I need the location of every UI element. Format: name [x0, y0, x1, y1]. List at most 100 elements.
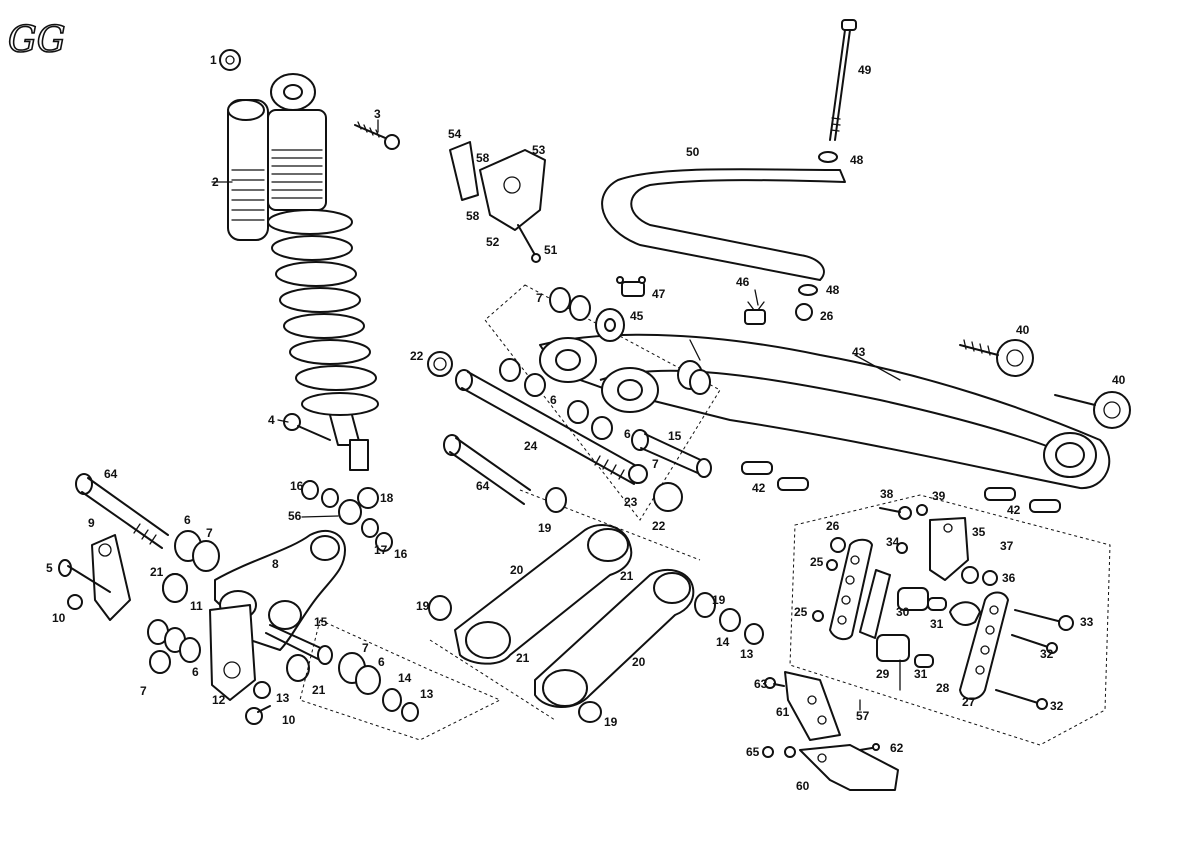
callout-c63: 63	[754, 677, 768, 691]
callout-c61: 61	[776, 705, 790, 719]
spacer-15	[631, 429, 712, 478]
linkage-rod-20-right	[534, 568, 695, 708]
callout-c47: 47	[652, 287, 666, 301]
callout-c4: 4	[268, 413, 275, 427]
callout-c3: 3	[374, 107, 381, 121]
bushings-6-7-left	[147, 530, 220, 674]
bolt-64-center	[443, 434, 531, 505]
nuts-25-26-34-38-39	[812, 504, 928, 622]
callout-c34: 34	[886, 535, 900, 549]
shock-absorber	[227, 73, 379, 471]
callout-c31b: 31	[914, 667, 928, 681]
callout-c15b: 15	[314, 615, 328, 629]
callout-c58b: 58	[466, 209, 480, 223]
bolt-49	[829, 19, 857, 141]
axle-adjuster-40-lower	[1054, 391, 1131, 429]
pivot-group-outline	[484, 284, 721, 521]
bracket-12	[209, 604, 256, 701]
callout-c21d: 21	[312, 683, 326, 697]
callout-c54: 54	[448, 127, 462, 141]
small-bolts-62-63-65	[762, 677, 880, 758]
bracket-35-37	[929, 517, 998, 586]
axle-adjuster-40-upper	[959, 339, 1034, 377]
callout-c6c: 6	[624, 427, 631, 441]
callout-c48b: 48	[826, 283, 840, 297]
callout-c12: 12	[212, 693, 226, 707]
brand-logo: GG	[7, 19, 66, 62]
callout-c57: 57	[856, 709, 870, 723]
callout-c35: 35	[972, 525, 986, 539]
callout-c42b: 42	[1007, 503, 1021, 517]
clamp-46	[744, 301, 766, 325]
callout-c17: 17	[374, 543, 388, 557]
callout-c10a: 10	[52, 611, 66, 625]
bolt-3	[354, 121, 400, 150]
callout-c36: 36	[1002, 571, 1016, 585]
nut-23	[628, 464, 648, 484]
bolts-32-33	[995, 609, 1074, 710]
nut-1	[219, 49, 241, 71]
chain-guide-50	[601, 168, 846, 281]
callout-c15a: 15	[668, 429, 682, 443]
washers-19-21-14-13-center	[428, 487, 764, 723]
nut-26-top	[795, 303, 813, 321]
leader-lines	[211, 119, 901, 711]
bracket-53	[479, 149, 546, 231]
chain-pads-42	[741, 461, 1061, 513]
callout-c2: 2	[212, 175, 219, 189]
callout-c26a: 26	[826, 519, 840, 533]
callout-c42a: 42	[752, 481, 766, 495]
plate-right-27-28	[949, 591, 1009, 700]
callout-c13b: 13	[420, 687, 434, 701]
callout-c39: 39	[932, 489, 946, 503]
callout-c7d: 7	[362, 641, 369, 655]
callout-c26b: 26	[820, 309, 834, 323]
callout-c7a: 7	[206, 526, 213, 540]
spacer-21-left	[162, 573, 310, 682]
callout-c51: 51	[544, 243, 558, 257]
callout-c48a: 48	[850, 153, 864, 167]
callout-c49: 49	[858, 63, 872, 77]
bracket-60	[799, 744, 899, 791]
callout-c21c: 21	[516, 651, 530, 665]
callout-c45: 45	[630, 309, 644, 323]
callout-c53: 53	[532, 143, 546, 157]
callout-c28: 28	[936, 681, 950, 695]
bolts-5-10	[58, 559, 271, 725]
bracket-54	[449, 141, 479, 201]
callout-c43: 43	[852, 345, 866, 359]
callout-c21b: 21	[620, 569, 634, 583]
callout-c11: 11	[190, 599, 203, 613]
callout-c9: 9	[88, 516, 95, 530]
callout-c33: 33	[1080, 615, 1094, 629]
bolt-51	[517, 224, 541, 263]
callout-c19c: 19	[712, 593, 726, 607]
callout-c6d: 6	[378, 655, 385, 669]
spacers-29-30-31	[876, 587, 947, 668]
callout-c64b: 64	[476, 479, 490, 493]
callout-c25b: 25	[794, 605, 808, 619]
callout-c20b: 20	[632, 655, 646, 669]
plate-left-group	[829, 538, 891, 641]
callout-c64a: 64	[104, 467, 118, 481]
callout-c31a: 31	[930, 617, 944, 631]
callout-c46: 46	[736, 275, 750, 289]
bolt-64-left	[75, 473, 169, 549]
callout-c40b: 40	[1112, 373, 1126, 387]
callout-c20a: 20	[510, 563, 524, 577]
callout-c13c: 13	[740, 647, 754, 661]
callout-c29: 29	[876, 667, 890, 681]
linkage-rod-20-left	[454, 524, 633, 665]
callout-c21a: 21	[150, 565, 164, 579]
callout-c7c: 7	[652, 457, 659, 471]
pivot-bushings	[549, 287, 711, 395]
bolt-4	[283, 413, 331, 441]
callout-c7b: 7	[536, 291, 543, 305]
bushings-lower-7-6-14-13	[338, 652, 419, 722]
callout-c6a: 6	[184, 513, 191, 527]
callout-c14b: 14	[716, 635, 730, 649]
callout-c5: 5	[46, 561, 53, 575]
callout-c37: 37	[1000, 539, 1014, 553]
